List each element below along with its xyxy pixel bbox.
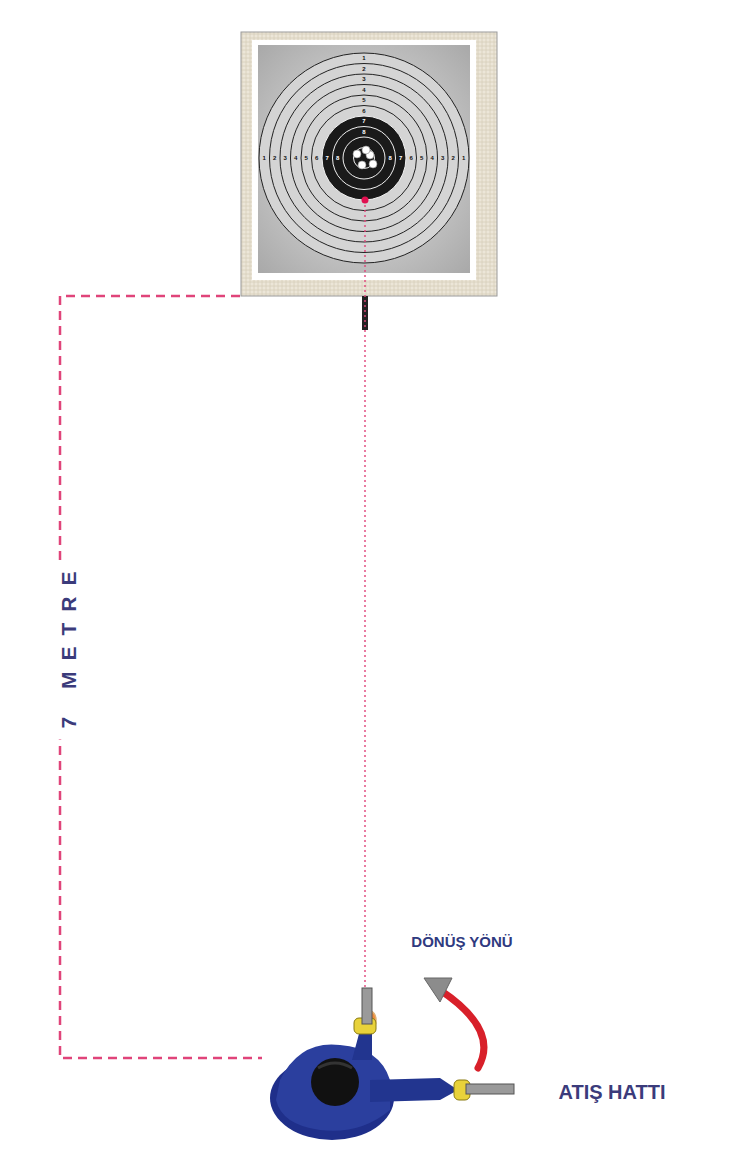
bullet-hole: [353, 150, 361, 158]
bullet-hole: [362, 146, 370, 154]
shooter-figure: [270, 988, 514, 1140]
target-rings: [259, 53, 469, 263]
ring-number: 5: [420, 155, 423, 161]
ring-number: 2: [362, 66, 365, 72]
target-card: [258, 45, 470, 273]
ring-number: 4: [362, 87, 365, 93]
distance-bracket: [60, 296, 262, 1058]
target-frame: [241, 32, 497, 296]
ring-number: 6: [315, 155, 318, 161]
bullet-hole: [358, 161, 366, 169]
target-ring: [301, 95, 427, 221]
line-of-fire: [364, 200, 365, 1012]
ring-number: 4: [294, 155, 297, 161]
bullet-hole: [369, 160, 377, 168]
aim-point: [362, 197, 369, 204]
ring-number: 5: [305, 155, 308, 161]
ring-number: 2: [452, 155, 455, 161]
target-ring: [322, 116, 406, 200]
rotation-arrow: [440, 990, 484, 1068]
ring-number: 7: [326, 155, 329, 161]
ring-number: 3: [441, 155, 444, 161]
ring-number: 1: [263, 155, 266, 161]
ring-number: 7: [399, 155, 402, 161]
target-ring: [280, 74, 448, 242]
rotation-arrowhead: [424, 978, 452, 1002]
target-ring: [312, 106, 417, 211]
ring-number: 6: [410, 155, 413, 161]
ring-number: 4: [431, 155, 434, 161]
target-border: [252, 40, 476, 280]
ring-number: 1: [362, 55, 365, 61]
distance-label: 7 METRE: [55, 560, 82, 739]
ring-number: 3: [362, 76, 365, 82]
callout-label: ATIŞ HATTI: [558, 1082, 665, 1102]
ring-number: 7: [362, 118, 365, 124]
target-ring: [343, 137, 385, 179]
callout-label: DÖNÜŞ YÖNÜ: [411, 934, 512, 949]
target-ring: [333, 127, 396, 190]
target-ring: [291, 85, 438, 232]
ring-number: 1: [462, 155, 465, 161]
ring-number: 5: [362, 97, 365, 103]
ring-number: 8: [362, 129, 365, 135]
ring-number: 6: [362, 108, 365, 114]
ring-number: 8: [389, 155, 392, 161]
target-ring: [259, 53, 469, 263]
ring-number: 8: [336, 155, 339, 161]
target-ring: [270, 64, 459, 253]
ring-number: 3: [284, 155, 287, 161]
ring-number: 2: [273, 155, 276, 161]
